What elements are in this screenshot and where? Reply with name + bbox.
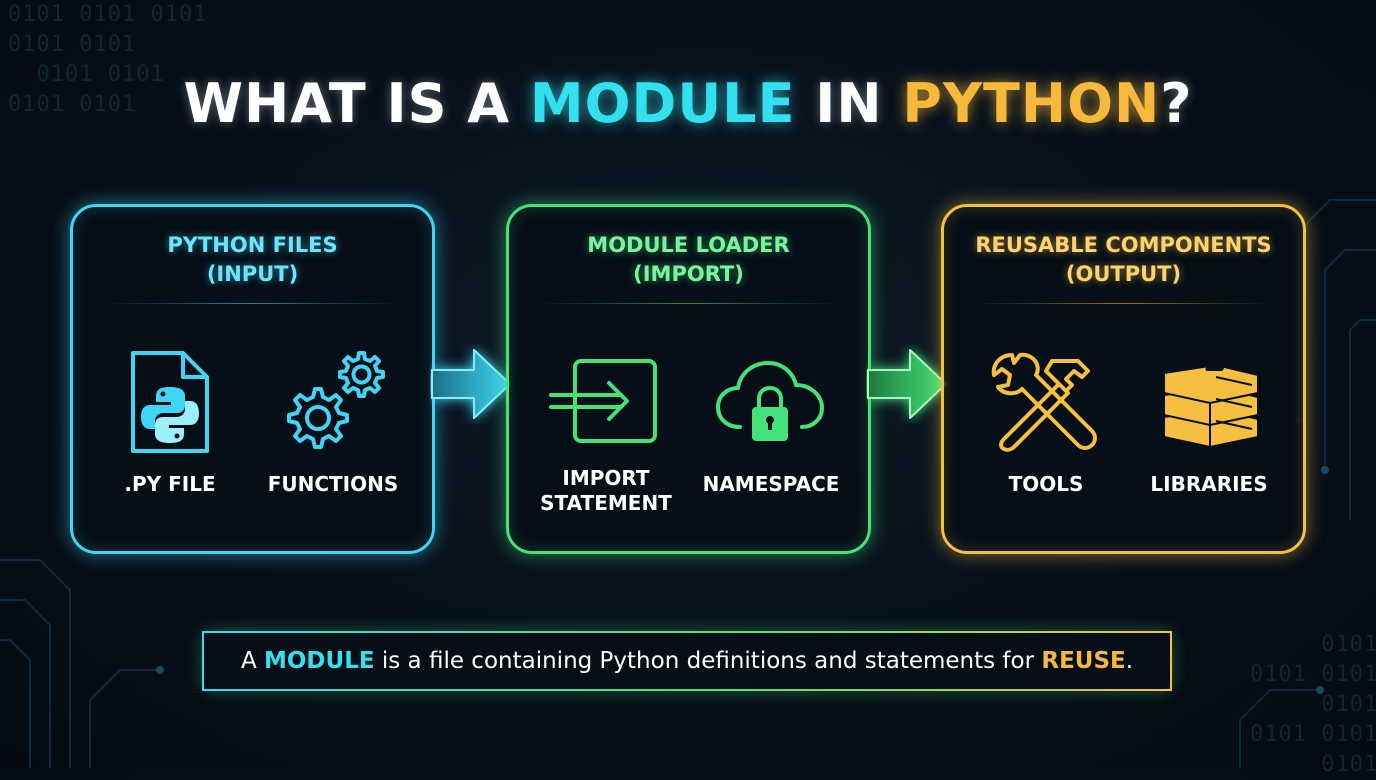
gears-icon — [287, 351, 385, 449]
title-part: IN — [795, 72, 903, 135]
wrench-hammer-icon — [991, 352, 1097, 452]
item-label-line2: STATEMENT — [540, 491, 672, 515]
item-label-functions: FUNCTIONS — [267, 472, 399, 496]
item-label-namespace: NAMESPACE — [702, 472, 840, 496]
flow-arrow-icon — [867, 349, 947, 419]
footer-highlight-reuse: REUSE — [1041, 648, 1126, 674]
footer-text: is a file containing Python definitions … — [374, 648, 1042, 674]
panel-reusable-components: REUSABLE COMPONENTS (OUTPUT) TOOLS LIBRA… — [941, 204, 1306, 554]
panel-heading: REUSABLE COMPONENTS (OUTPUT) — [944, 231, 1303, 289]
title-highlight-module: MODULE — [529, 72, 796, 135]
item-label-py-file: .PY FILE — [124, 472, 216, 496]
title-part: ? — [1160, 72, 1193, 135]
panel-divider — [974, 303, 1273, 304]
panel-heading-line2: (OUTPUT) — [1065, 262, 1182, 286]
panel-heading-line2: (IMPORT) — [633, 262, 744, 286]
item-label-tools: TOOLS — [1008, 472, 1084, 496]
panel-python-files: PYTHON FILES (INPUT) .PY FILE FUNCTIONS — [70, 204, 435, 554]
item-label-line1: IMPORT — [562, 466, 650, 490]
panel-heading: MODULE LOADER (IMPORT) — [509, 231, 868, 289]
panel-heading-line1: MODULE LOADER — [587, 233, 790, 257]
title-part: WHAT IS A — [183, 72, 530, 135]
import-arrow-icon — [549, 359, 657, 443]
panel-divider — [539, 303, 838, 304]
books-icon — [1163, 363, 1259, 449]
binary-decoration-top-left: 0101 0101 0101 0101 0101 0101 0101 0101 … — [8, 2, 208, 117]
item-label-libraries: LIBRARIES — [1150, 472, 1268, 496]
panel-heading-line1: PYTHON FILES — [167, 233, 338, 257]
cloud-lock-icon — [716, 361, 824, 441]
footer-highlight-module: MODULE — [263, 648, 375, 674]
panel-heading: PYTHON FILES (INPUT) — [73, 231, 432, 289]
title-highlight-python: PYTHON — [902, 72, 1161, 135]
panel-heading-line1: REUSABLE COMPONENTS — [975, 233, 1272, 257]
page-title: WHAT IS A MODULE IN PYTHON? — [0, 72, 1376, 135]
flow-arrow-icon — [431, 349, 511, 419]
footer-text: . — [1125, 648, 1134, 674]
item-label-import-statement: IMPORT STATEMENT — [521, 466, 691, 516]
definition-banner: A MODULE is a file containing Python def… — [202, 631, 1172, 691]
footer-text: A — [240, 648, 264, 674]
panel-module-loader: MODULE LOADER (IMPORT) IMPORT STATEMENT … — [506, 204, 871, 554]
python-file-icon — [131, 351, 209, 453]
panel-divider — [103, 303, 402, 304]
panel-heading-line2: (INPUT) — [206, 262, 299, 286]
